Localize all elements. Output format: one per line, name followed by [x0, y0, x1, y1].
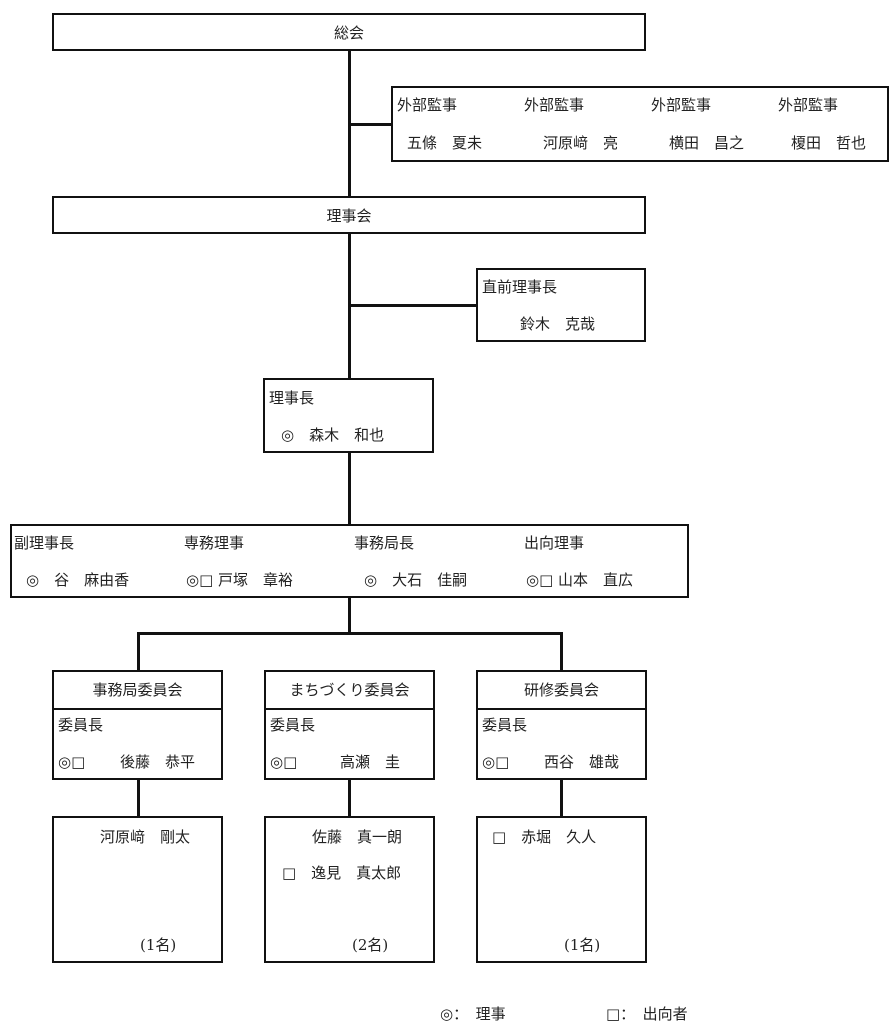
officer-title-3: 事務局長	[354, 534, 415, 552]
auditor-name-2: 河原﨑 亮	[543, 134, 619, 152]
former-chair-name: 鈴木 克哉	[520, 315, 596, 333]
officer-title-4: 出向理事	[524, 534, 585, 552]
officers-box: 副理事長 ◎ 谷 麻由香 専務理事 ◎□ 戸塚 章裕 事務局長 ◎ 大石 佳嗣 …	[10, 524, 689, 598]
auditor-title-2: 外部監事	[524, 96, 585, 114]
connector-members-3	[560, 779, 563, 817]
committee-chair-label-1: 委員長	[58, 716, 104, 734]
officer-name-2: ◎□ 戸塚 章裕	[186, 571, 294, 589]
connector-committee-bus	[137, 632, 563, 635]
committee-chair-name-1: 後藤 恭平	[120, 753, 196, 771]
officer-title-1: 副理事長	[14, 534, 75, 552]
member-2-2: □ 逸見 真太郎	[282, 864, 402, 882]
auditor-title-4: 外部監事	[778, 96, 839, 114]
committee-divider-2	[266, 708, 433, 710]
legend-seconded: □： 出向者	[606, 1005, 688, 1023]
committee-box-3: 研修委員会 委員長 ◎□ 西谷 雄哉	[476, 670, 647, 780]
committee-chair-mark-2: ◎□	[270, 753, 298, 771]
members-box-2: 佐藤 真一朗 □ 逸見 真太郎 (2名)	[264, 816, 435, 963]
connector-committee-1	[137, 632, 140, 672]
chair-box: 理事長 ◎ 森木 和也	[263, 378, 434, 453]
soukai-box: 総会	[52, 13, 646, 51]
auditor-title-1: 外部監事	[397, 96, 458, 114]
auditors-box: 外部監事 五條 夏未 外部監事 河原﨑 亮 外部監事 横田 昌之 外部監事 榎田…	[391, 86, 889, 162]
soukai-label: 総会	[333, 24, 364, 42]
connector-members-1	[137, 779, 140, 817]
auditor-title-3: 外部監事	[651, 96, 712, 114]
officer-name-4: ◎□ 山本 直広	[526, 571, 634, 589]
committee-divider-3	[478, 708, 645, 710]
members-box-1: 河原﨑 剛太 (1名)	[52, 816, 223, 963]
connector-former-chair	[348, 304, 478, 307]
connector-chair-officers	[348, 452, 351, 525]
former-chair-box: 直前理事長 鈴木 克哉	[476, 268, 646, 342]
members-box-3: □ 赤堀 久人 (1名)	[476, 816, 647, 963]
auditor-name-4: 榎田 哲也	[791, 134, 867, 152]
committee-chair-label-3: 委員長	[482, 716, 528, 734]
auditor-name-3: 横田 昌之	[669, 134, 745, 152]
connector-officers-down	[348, 597, 351, 634]
committee-chair-mark-1: ◎□	[58, 753, 86, 771]
auditor-name-1: 五條 夏未	[407, 134, 483, 152]
committee-name-2: まちづくり委員会	[289, 681, 410, 699]
legend-director: ◎： 理事	[440, 1005, 506, 1023]
officer-title-2: 専務理事	[184, 534, 245, 552]
committee-chair-name-2: 高瀬 圭	[340, 753, 401, 771]
committee-divider-1	[54, 708, 221, 710]
former-chair-title: 直前理事長	[482, 278, 558, 296]
chair-name: ◎ 森木 和也	[281, 426, 385, 444]
member-count-2: (2名)	[352, 936, 389, 954]
chair-title: 理事長	[269, 389, 315, 407]
connector-committee-3	[560, 632, 563, 672]
committee-chair-label-2: 委員長	[270, 716, 316, 734]
rijikai-label: 理事会	[326, 207, 372, 225]
committee-name-1: 事務局委員会	[92, 681, 183, 699]
connector-auditors	[348, 123, 392, 126]
committee-box-2: まちづくり委員会 委員長 ◎□ 高瀬 圭	[264, 670, 435, 780]
officer-name-3: ◎ 大石 佳嗣	[364, 571, 468, 589]
member-2-1: 佐藤 真一朗	[312, 828, 403, 846]
member-count-3: (1名)	[564, 936, 601, 954]
member-count-1: (1名)	[140, 936, 177, 954]
committee-name-3: 研修委員会	[523, 681, 599, 699]
officer-name-1: ◎ 谷 麻由香	[26, 571, 130, 589]
member-3-1: □ 赤堀 久人	[492, 828, 597, 846]
rijikai-box: 理事会	[52, 196, 646, 234]
member-1-1: 河原﨑 剛太	[100, 828, 191, 846]
committee-box-1: 事務局委員会 委員長 ◎□ 後藤 恭平	[52, 670, 223, 780]
committee-chair-mark-3: ◎□	[482, 753, 510, 771]
committee-chair-name-3: 西谷 雄哉	[544, 753, 620, 771]
connector-members-2	[348, 779, 351, 817]
